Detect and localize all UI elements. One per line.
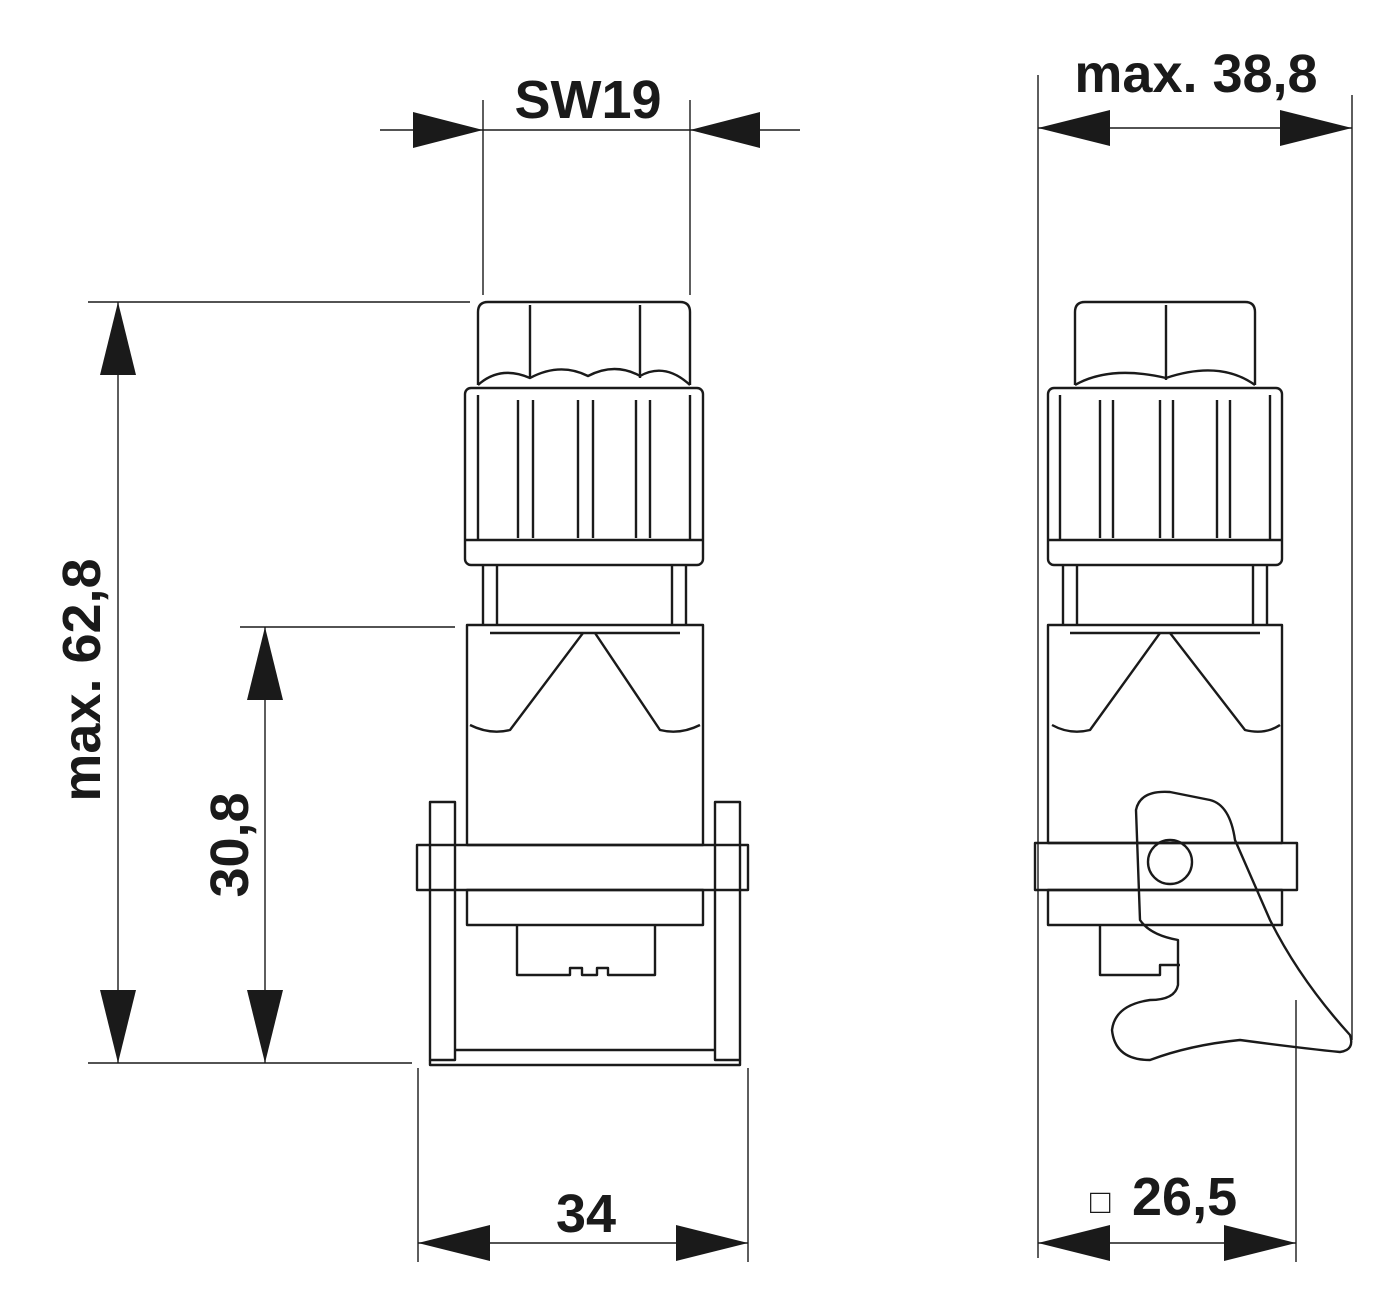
max-height-label: max. 62,8	[52, 558, 112, 801]
arrow-left-icon	[1038, 110, 1110, 146]
lower-height-label: 30,8	[200, 792, 260, 897]
max-width-label: max. 38,8	[1074, 44, 1317, 104]
dimension-sw19: SW19	[380, 70, 800, 295]
arrow-left-icon	[690, 112, 760, 148]
dimension-square-size: □ 26,5	[1038, 1000, 1297, 1262]
sw19-label: SW19	[514, 70, 661, 130]
arrow-down-icon	[100, 990, 136, 1063]
square-size-label: 26,5	[1132, 1167, 1237, 1227]
square-symbol-icon: □	[1090, 1183, 1111, 1221]
arrow-down-icon	[247, 990, 283, 1063]
connector-front-view	[415, 300, 750, 1067]
arrow-left-icon	[418, 1225, 490, 1261]
arrow-up-icon	[247, 627, 283, 700]
arrow-left-icon	[1038, 1225, 1110, 1261]
arrow-right-icon	[413, 112, 483, 148]
front-width-label: 34	[556, 1184, 616, 1244]
dimension-front-width: 34	[417, 1068, 749, 1262]
dimension-max-height: max. 62,8	[52, 301, 470, 1064]
connector-side-view	[1033, 300, 1353, 1062]
dimension-max-width: max. 38,8	[1037, 44, 1353, 1258]
arrow-right-icon	[1280, 110, 1352, 146]
arrow-right-icon	[1224, 1225, 1296, 1261]
arrow-right-icon	[676, 1225, 748, 1261]
arrow-up-icon	[100, 302, 136, 375]
dimension-lower-height: 30,8	[200, 626, 455, 1063]
